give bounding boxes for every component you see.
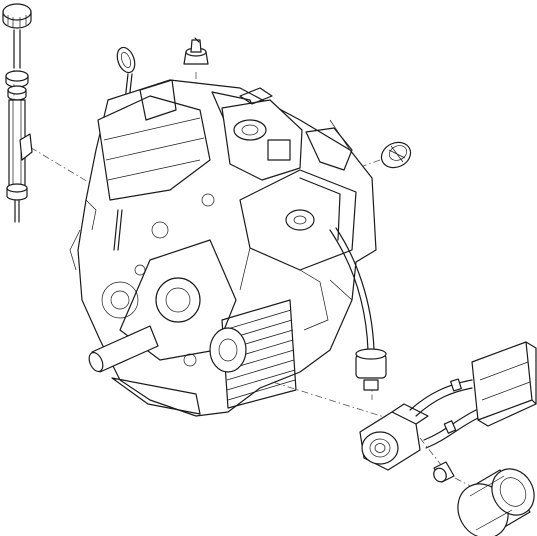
dipstick-tube bbox=[113, 209, 123, 251]
fuel-filter bbox=[329, 227, 387, 391]
oil-filter-adapter bbox=[359, 403, 429, 471]
fuel-cap bbox=[2, 3, 32, 29]
breather-valve bbox=[183, 37, 209, 65]
fuel-pipe-filler bbox=[5, 29, 33, 223]
engine-block bbox=[69, 79, 377, 417]
oil-fill-cap bbox=[380, 141, 412, 169]
oil-filter bbox=[457, 468, 535, 536]
oil-filter-nipple bbox=[433, 461, 455, 483]
oil-cooler bbox=[409, 341, 537, 449]
